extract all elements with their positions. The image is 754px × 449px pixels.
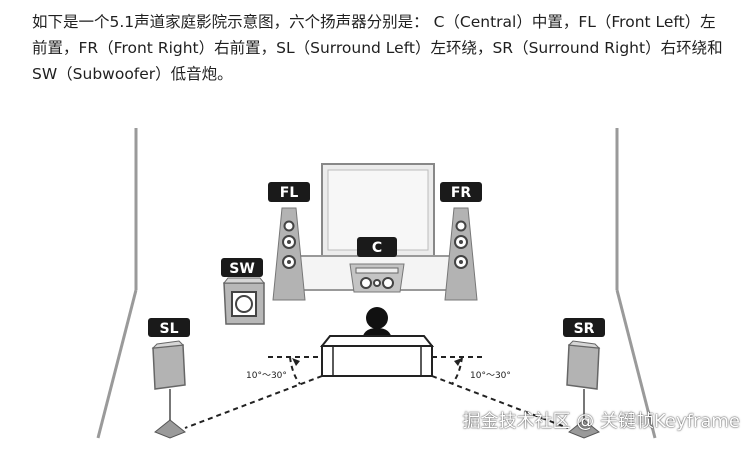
sw-label: SW [229,261,255,277]
fl-label-box [268,182,310,202]
intro-line-3: SW（Subwoofer）低音炮。 [32,65,233,83]
front-left-speaker: FL [268,182,310,301]
sr-label: SR [574,321,595,337]
c-label-box [357,237,397,257]
watermark-text: 掘金技术社区 @ 关键帧Keyframe [462,411,740,432]
fr-label: FR [451,185,472,201]
intro-line-1: 如下是一个5.1声道家庭影院示意图，六个扬声器分别是： C（Central）中置… [32,13,716,31]
intro-line-2: 前置，FR（Front Right）右前置，SL（Surround Left）左… [32,39,723,57]
tv-screen [290,163,466,291]
sr-label-box [563,318,605,337]
c-label: C [372,240,382,256]
fr-label-box [440,182,482,202]
room-walls [96,128,657,439]
intro-paragraph: 如下是一个5.1声道家庭影院示意图，六个扬声器分别是： C（Central）中置… [32,9,732,87]
left-angle-arrow [292,358,300,366]
sl-label-box [148,318,190,337]
front-right-speaker: FR [440,182,482,301]
fl-label: FL [280,185,299,201]
surround-right-speaker: SR [563,318,605,439]
center-speaker: C [349,237,405,293]
angle-label-left: 10°～30° [246,371,287,381]
sw-label-box [221,258,263,277]
right-angle-arrow [454,358,462,366]
surround-left-speaker: SL [148,318,190,439]
angle-label-right: 10°～30° [470,371,511,381]
subwoofer: SW [221,258,266,325]
sl-label: SL [159,321,178,337]
angle-guides [184,356,569,429]
listener-sofa [319,307,435,377]
